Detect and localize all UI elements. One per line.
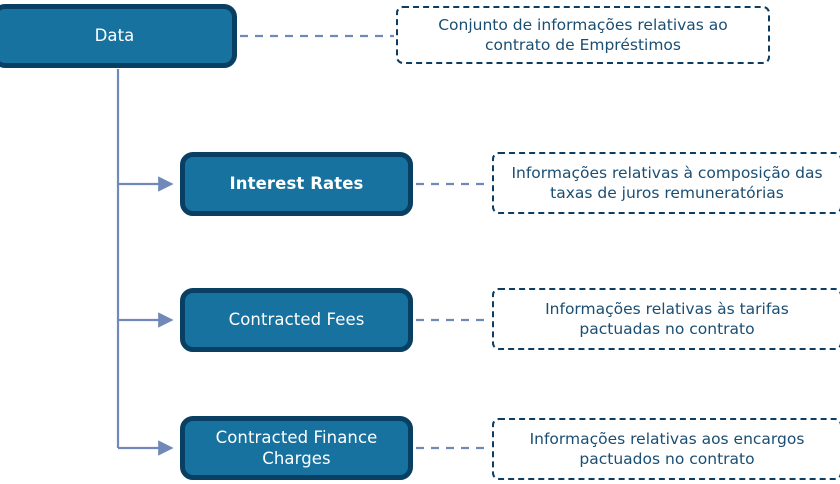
node-data[interactable]: Data (0, 4, 237, 68)
node-interest-rates[interactable]: Interest Rates (180, 152, 413, 216)
note-contracted-fees: Informações relativas às tarifas pactuad… (492, 288, 840, 350)
note-data: Conjunto de informações relativas ao con… (396, 6, 770, 64)
node-contracted-finance-charges[interactable]: Contracted Finance Charges (180, 416, 413, 480)
note-interest-rates: Informações relativas à composição das t… (492, 152, 840, 214)
note-contracted-finance-charges: Informações relativas aos encargos pactu… (492, 418, 840, 480)
node-contracted-fees[interactable]: Contracted Fees (180, 288, 413, 352)
